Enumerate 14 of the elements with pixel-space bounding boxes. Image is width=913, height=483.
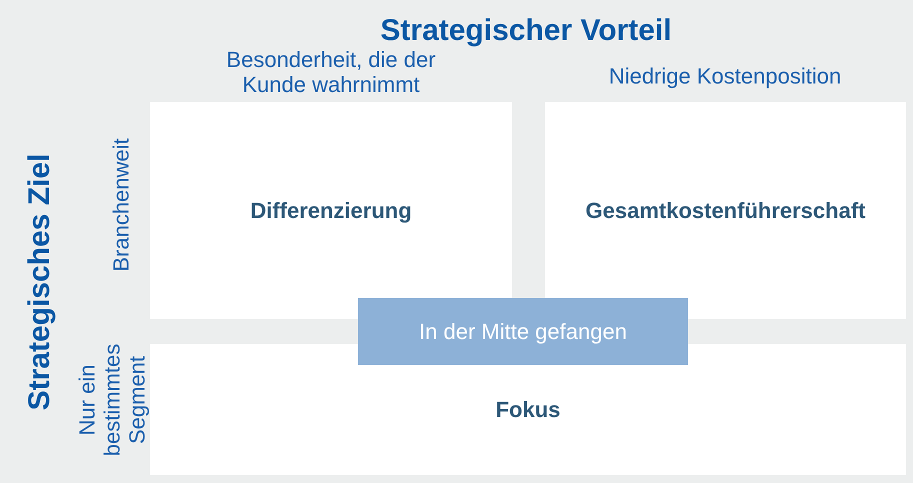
highlight-box (358, 298, 688, 365)
quadrant-label: Differenzierung (250, 198, 412, 224)
quadrant-label: Gesamtkostenführerschaft (586, 198, 866, 224)
column-heading: Besonderheit, die der Kunde wahrnimmt (225, 47, 437, 97)
axis-title: Strategisches Ziel (23, 152, 57, 412)
axis-title: Strategischer Vorteil (379, 14, 673, 48)
highlight-label: In der Mitte gefangen (419, 318, 627, 344)
column-heading: Niedrige Kostenposition (608, 64, 842, 88)
quadrant-panel (150, 102, 512, 319)
quadrant-label: Fokus (496, 396, 560, 422)
quadrant-panel (150, 344, 906, 475)
row-heading: Branchenweit (108, 137, 134, 274)
quadrant-panel (545, 102, 906, 319)
row-heading: Nur ein bestimmtes Segment (74, 342, 150, 458)
